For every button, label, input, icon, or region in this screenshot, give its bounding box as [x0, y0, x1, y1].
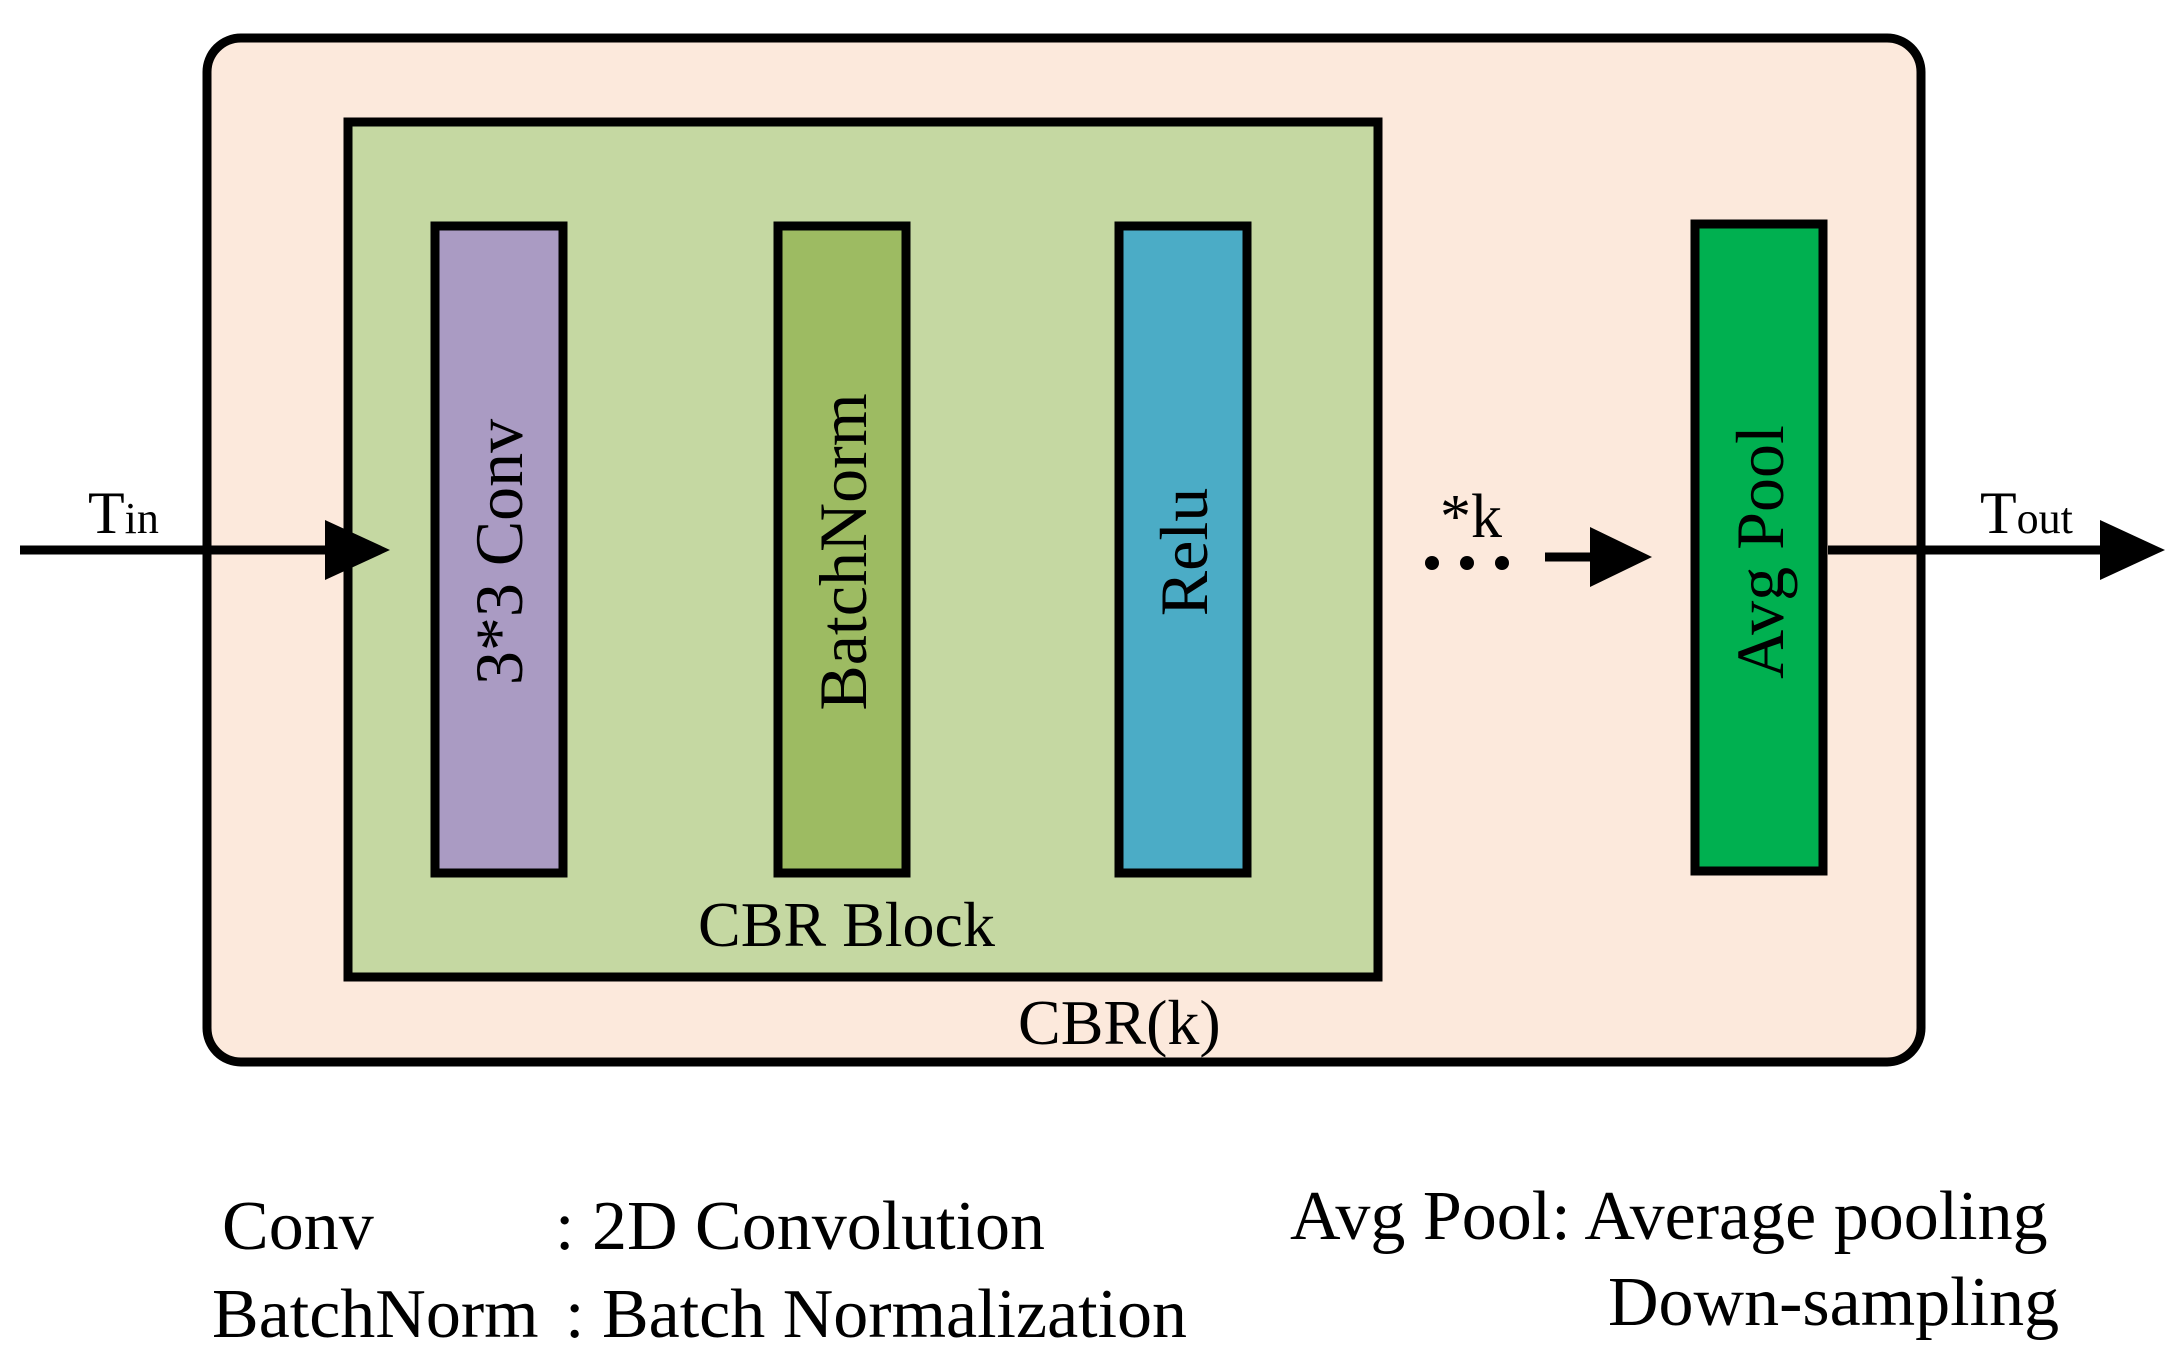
- relu-layer-label: Relu: [1146, 488, 1222, 616]
- batchnorm-layer-box: [773, 221, 911, 878]
- legend-conv-def: : 2D Convolution: [555, 1188, 1046, 1265]
- conv-layer-box: [430, 221, 568, 878]
- output-label: Tout: [1980, 480, 2073, 546]
- output-arrowhead: [2100, 520, 2165, 580]
- ellipsis-dot: [1495, 556, 1509, 570]
- avgpool-layer-box: [1690, 219, 1828, 876]
- legend-conv-term: Conv: [222, 1188, 374, 1265]
- batchnorm-layer-label: BatchNorm: [805, 393, 881, 710]
- legend-avgpool-line1: Avg Pool: Average pooling: [1290, 1178, 2048, 1255]
- legend-batchnorm-def: : Batch Normalization: [565, 1276, 1188, 1353]
- ellipsis-dot: [1425, 556, 1439, 570]
- legend-avgpool-line2: Down-sampling: [1608, 1264, 2060, 1341]
- repeat-arrowhead: [1590, 527, 1652, 587]
- conv-layer-label: 3*3 Conv: [461, 419, 537, 685]
- legend-batchnorm-term: BatchNorm: [212, 1276, 539, 1353]
- ellipsis-dot: [1460, 556, 1474, 570]
- input-label: Tin: [88, 480, 159, 546]
- cbr-k-label: CBR(k): [1018, 987, 1221, 1058]
- input-arrowhead: [325, 520, 390, 580]
- cbr-block-label: CBR Block: [698, 889, 995, 960]
- repeat-k-label: *k: [1440, 483, 1502, 551]
- relu-layer-box: [1114, 221, 1252, 878]
- avgpool-layer-label: Avg Pool: [1722, 425, 1798, 679]
